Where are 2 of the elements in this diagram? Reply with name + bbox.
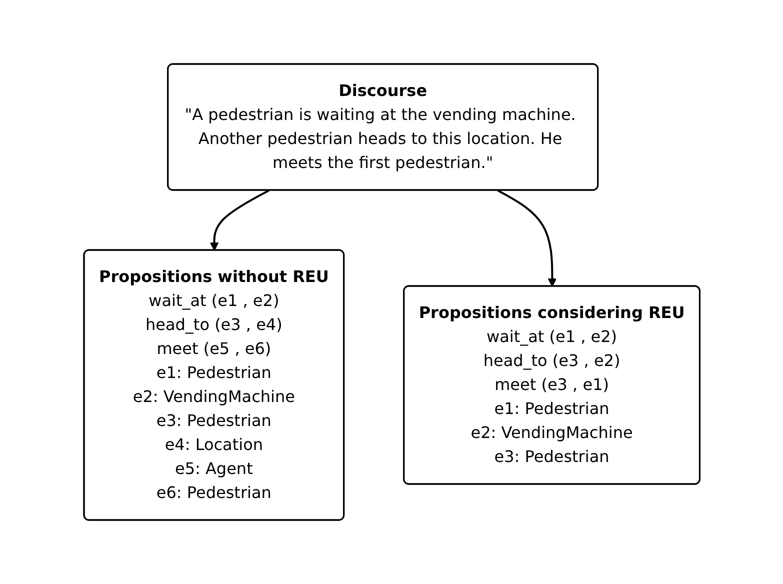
arrow [210, 190, 270, 251]
arrow [496, 190, 556, 287]
